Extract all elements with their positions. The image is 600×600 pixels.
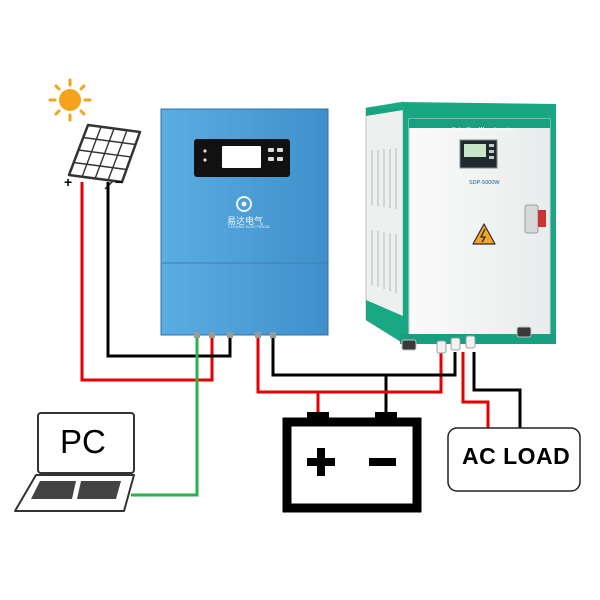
battery-minus-sign [369, 458, 396, 466]
ac-neutral-wire [472, 352, 522, 428]
solar-panel-icon [67, 123, 142, 190]
laptop-icon [14, 412, 135, 512]
pv-negative-label: − [115, 174, 124, 190]
charge-controller [160, 108, 329, 338]
controller-logo [236, 196, 252, 212]
pc-comm-wire [131, 335, 199, 497]
warning-icon [472, 223, 496, 245]
controller-panel-text: Solar Charge Controller [219, 171, 262, 176]
inv-battery-negative-wire [386, 352, 457, 377]
inverter-model: SDP-5000W [469, 180, 500, 186]
ctrl-battery-positive-wire [256, 335, 320, 415]
inverter [365, 101, 556, 354]
inv-battery-positive-wire [318, 352, 443, 394]
pv-negative-wire [106, 182, 232, 358]
sun-icon [48, 78, 92, 122]
inverter-title: Solar Sine Wave Inverter [452, 127, 513, 133]
battery-icon [282, 412, 422, 513]
ac-load-label: AC LOAD [462, 443, 571, 469]
pc-label: PC [60, 423, 106, 460]
controller-brand-en: YUYANG ELECTRICAL [228, 224, 271, 229]
inverter-door-handle [524, 204, 539, 234]
ctrl-battery-negative-wire [271, 335, 388, 415]
pv-positive-label: + [64, 174, 73, 190]
controller-brand-cn: 易达电气 [227, 216, 264, 226]
battery-plus-sign [307, 448, 335, 476]
wiring [80, 182, 522, 497]
ac-live-wire [461, 352, 490, 428]
controller-lcd [222, 146, 261, 168]
ac-load-box [447, 427, 581, 492]
